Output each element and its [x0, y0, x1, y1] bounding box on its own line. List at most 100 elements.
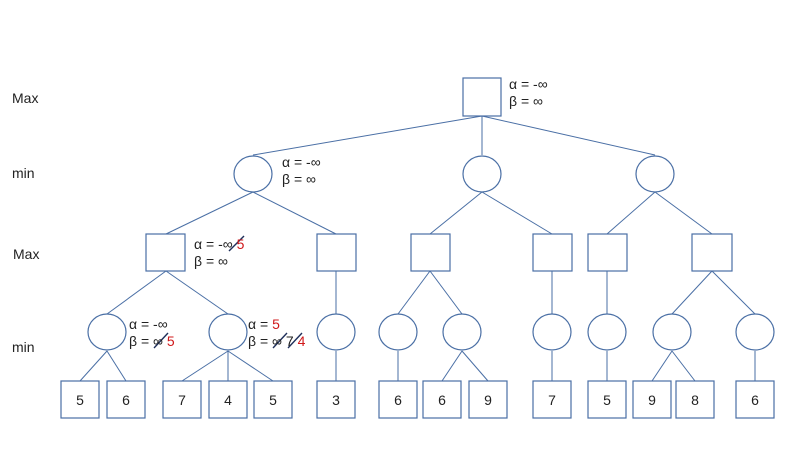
min-node: [635, 155, 675, 193]
beta-old-value: ∞: [153, 333, 163, 349]
max-node: [145, 233, 186, 272]
leaf-value: 7: [548, 392, 556, 408]
min-node: [652, 313, 692, 351]
leaf-value: 5: [76, 392, 84, 408]
alpha-value: α = -∞: [282, 154, 321, 170]
leaf-node: [316, 380, 356, 419]
edge: [441, 350, 463, 382]
beta-new-value: 5: [166, 333, 175, 349]
leaf-value: 6: [751, 392, 759, 408]
beta-value: β = ∞: [509, 93, 543, 109]
leaf-node: [532, 380, 572, 419]
edge: [671, 350, 696, 382]
edge: [181, 350, 229, 382]
min-node-annotation: α = -∞ β = ∞: [282, 154, 321, 188]
edge: [165, 191, 254, 235]
min-node: [87, 313, 127, 351]
min-node: [462, 155, 502, 193]
max-node-root: [462, 77, 502, 117]
max-node: [532, 233, 573, 272]
alpha-line: α = -∞ 5: [194, 236, 244, 253]
beta-value: β = ∞: [194, 253, 228, 269]
leaf-value: 3: [332, 392, 340, 408]
leaf-node: [587, 380, 627, 419]
beta-line: β = ∞ 7 4: [248, 333, 305, 350]
max-node: [691, 233, 733, 272]
leaf-node: [162, 380, 202, 419]
beta-old-value: 7: [285, 333, 294, 349]
alpha-prefix: α =: [248, 316, 273, 332]
edge: [106, 350, 127, 382]
min-node: [316, 313, 356, 351]
alpha-new-value: 5: [236, 236, 245, 252]
strike-mark: [153, 332, 169, 349]
strike-mark: [272, 332, 288, 349]
max-node: [587, 233, 628, 272]
edge: [711, 270, 756, 315]
edge: [106, 270, 167, 315]
root-annotation: α = -∞ β = ∞: [509, 76, 548, 110]
beta-prefix: β =: [248, 333, 273, 349]
level-label-max: Max: [12, 90, 39, 106]
level-label-min: min: [12, 339, 35, 355]
max-node: [410, 233, 451, 272]
leaf-node: [378, 380, 418, 419]
strike-mark: [287, 332, 303, 349]
min-node: [442, 313, 482, 351]
leaf-value: 9: [648, 392, 656, 408]
min-node: [233, 155, 273, 193]
alpha-value: α = -∞: [129, 316, 168, 332]
min-node: [378, 313, 418, 351]
level-label-min: min: [12, 165, 35, 181]
leaf-node: [60, 380, 100, 419]
leaf-node: [735, 380, 775, 419]
min-node: [208, 313, 248, 351]
min-node-annotation: α = -∞ β = ∞ 5: [129, 316, 175, 350]
alpha-new-value: 5: [272, 316, 280, 332]
edge: [165, 270, 229, 315]
leaf-value: 9: [484, 392, 492, 408]
edge: [227, 350, 274, 382]
edge: [461, 350, 489, 382]
edge: [481, 115, 656, 156]
beta-prefix: β =: [129, 333, 154, 349]
alpha-line: α = 5: [248, 316, 305, 333]
edge: [651, 350, 673, 382]
level-label-max: Max: [13, 246, 40, 262]
edge: [429, 270, 463, 315]
leaf-value: 6: [438, 392, 446, 408]
beta-new-value: 4: [297, 333, 306, 349]
edge: [79, 350, 108, 382]
leaf-node: [106, 380, 146, 419]
max-node-annotation: α = -∞ 5 β = ∞: [194, 236, 244, 270]
edge: [606, 191, 656, 235]
edge: [671, 270, 713, 315]
edge: [252, 115, 483, 156]
beta-old-value: ∞: [272, 333, 282, 349]
alpha-prefix: α =: [194, 236, 219, 252]
min-node: [735, 313, 775, 351]
edge: [252, 191, 337, 235]
leaf-value: 8: [691, 392, 699, 408]
leaf-value: 6: [394, 392, 402, 408]
leaf-node: [253, 380, 293, 419]
leaf-node: [632, 380, 672, 419]
leaf-value: 6: [122, 392, 130, 408]
min-node: [532, 313, 572, 351]
edge: [481, 191, 553, 235]
leaf-value: 4: [224, 392, 232, 408]
leaf-value: 5: [603, 392, 611, 408]
alpha-value: α = -∞: [509, 76, 548, 92]
edge: [654, 191, 713, 235]
edge: [397, 270, 431, 315]
strike-mark: [228, 235, 245, 252]
min-node: [587, 313, 627, 351]
beta-value: β = ∞: [282, 171, 316, 187]
leaf-value: 7: [178, 392, 186, 408]
leaf-node: [675, 380, 715, 419]
max-node: [316, 233, 357, 272]
leaf-value: 5: [269, 392, 277, 408]
beta-line: β = ∞ 5: [129, 333, 175, 350]
